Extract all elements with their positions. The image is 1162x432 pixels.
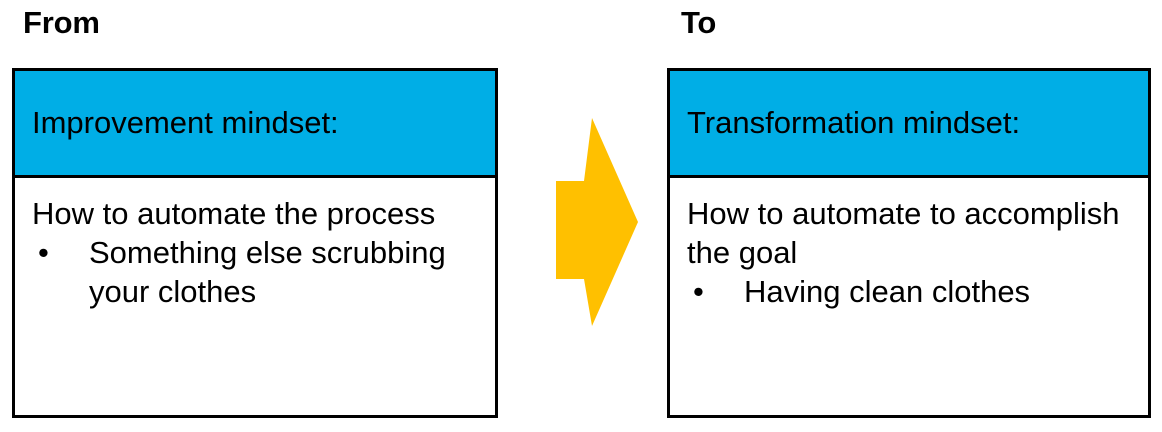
card-lead-text-improvement: How to automate the process: [32, 196, 436, 231]
arrow-polygon: [556, 118, 638, 326]
card-improvement-mindset: Improvement mindset: How to automate the…: [12, 68, 498, 418]
list-item: • Something else scrubbing your clothes: [32, 233, 485, 311]
bullet-list-improvement: • Something else scrubbing your clothes: [32, 233, 485, 311]
card-transformation-mindset: Transformation mindset: How to automate …: [667, 68, 1151, 418]
list-item: • Having clean clothes: [687, 272, 1138, 311]
bullet-list-transformation: • Having clean clothes: [687, 272, 1138, 311]
card-body-transformation: How to automate to accomplish the goal •…: [670, 178, 1148, 415]
bullet-point-icon: •: [693, 274, 704, 309]
right-arrow-icon: [548, 108, 648, 336]
card-header-title-transformation: Transformation mindset:: [687, 105, 1021, 140]
card-lead-text-transformation: How to automate to accomplish the goal: [687, 196, 1120, 270]
right-arrow-shape: [556, 118, 638, 326]
bullet-point-icon: •: [38, 235, 49, 270]
card-body-improvement: How to automate the process • Something …: [15, 178, 495, 415]
card-header-transformation: Transformation mindset:: [670, 71, 1148, 178]
bullet-text: Something else scrubbing your clothes: [89, 235, 446, 309]
column-heading-to: To: [681, 5, 717, 40]
bullet-text: Having clean clothes: [744, 274, 1031, 309]
column-heading-from: From: [23, 5, 100, 40]
card-header-improvement: Improvement mindset:: [15, 71, 495, 178]
card-header-title-improvement: Improvement mindset:: [32, 105, 339, 140]
